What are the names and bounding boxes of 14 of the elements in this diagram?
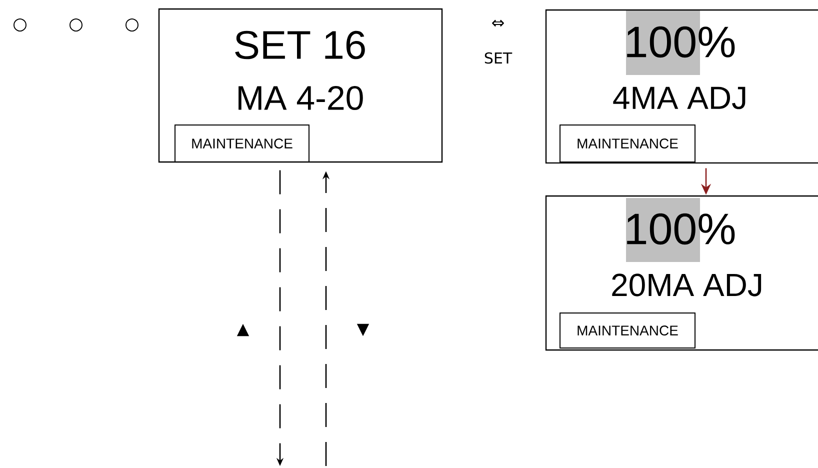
circle-mark: ○ [70,18,82,32]
edge-label: ▲ [236,324,250,336]
node-label: 4MA ADJ [613,86,746,110]
node-label: 100% [627,213,735,245]
circle-mark: ○ [14,18,26,32]
mode-tag: MAINTENANCE [560,124,696,162]
key-label: SET [484,52,512,64]
edge-label: ▼ [356,324,370,336]
mode-tag: MAINTENANCE [560,312,696,348]
mode-tag: MAINTENANCE [174,124,310,162]
node-label: 20MA ADJ [612,274,762,296]
circle-mark: ○ [126,18,138,32]
node-label: 100% [627,26,735,58]
double-arrow-symbol: ⇔ [492,20,504,27]
